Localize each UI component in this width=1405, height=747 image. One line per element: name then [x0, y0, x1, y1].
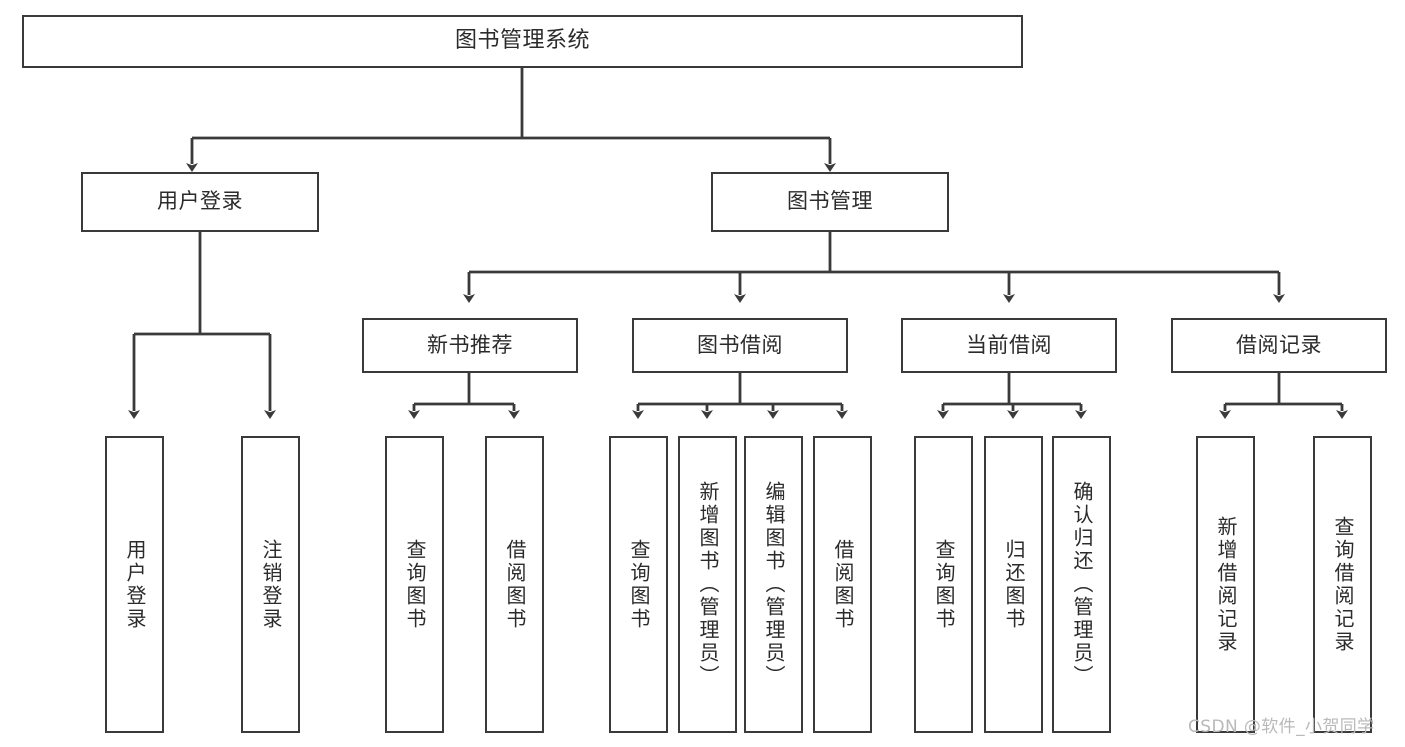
node-label: 确认归还（管理员） [1070, 481, 1094, 688]
node-root-book-management-system[interactable]: 图书管理系统 [22, 15, 1023, 68]
node-label: 查询图书 [932, 538, 956, 631]
leaf-edit-book-admin[interactable]: 编辑图书（管理员） [744, 436, 803, 733]
leaf-add-borrow-record[interactable]: 新增借阅记录 [1196, 436, 1255, 733]
leaf-query-book-recommend[interactable]: 查询图书 [385, 436, 444, 733]
node-label: 编辑图书（管理员） [762, 481, 786, 688]
leaf-logout-login[interactable]: 注销登录 [241, 436, 300, 733]
leaf-user-login[interactable]: 用户登录 [105, 436, 164, 733]
node-label: 用户登录 [157, 189, 243, 214]
node-label: 新增借阅记录 [1214, 515, 1238, 654]
leaf-borrow-book-recommend[interactable]: 借阅图书 [485, 436, 544, 733]
node-label: 新增图书（管理员） [696, 481, 720, 688]
node-label: 当前借阅 [966, 332, 1052, 357]
leaf-add-book-admin[interactable]: 新增图书（管理员） [678, 436, 737, 733]
node-user-login[interactable]: 用户登录 [81, 172, 319, 232]
node-label: 借阅图书 [503, 538, 527, 631]
node-label: 图书管理系统 [454, 28, 590, 54]
node-label: 查询图书 [627, 538, 651, 631]
csdn-watermark: CSDN @软件_小贺同学 [1188, 717, 1375, 737]
node-book-borrow[interactable]: 图书借阅 [632, 318, 848, 373]
leaf-return-book[interactable]: 归还图书 [984, 436, 1043, 733]
leaf-borrow-book-borrow[interactable]: 借阅图书 [813, 436, 872, 733]
node-label: 借阅记录 [1236, 332, 1322, 357]
node-label: 图书借阅 [697, 332, 783, 357]
node-label: 注销登录 [259, 538, 283, 631]
node-new-book-recommend[interactable]: 新书推荐 [362, 318, 578, 373]
node-label: 借阅图书 [831, 538, 855, 631]
node-current-borrow[interactable]: 当前借阅 [901, 318, 1117, 373]
node-borrow-record[interactable]: 借阅记录 [1171, 318, 1387, 373]
node-label: 新书推荐 [427, 332, 513, 357]
leaf-query-borrow-record[interactable]: 查询借阅记录 [1313, 436, 1372, 733]
node-book-management[interactable]: 图书管理 [711, 172, 949, 232]
node-label: 用户登录 [123, 538, 147, 631]
leaf-confirm-return-admin[interactable]: 确认归还（管理员） [1052, 436, 1111, 733]
node-label: 查询借阅记录 [1331, 515, 1355, 654]
node-label: 查询图书 [403, 538, 427, 631]
node-label: 归还图书 [1002, 538, 1026, 631]
leaf-query-book-current[interactable]: 查询图书 [914, 436, 973, 733]
node-label: 图书管理 [787, 189, 873, 214]
leaf-query-book-borrow[interactable]: 查询图书 [609, 436, 668, 733]
